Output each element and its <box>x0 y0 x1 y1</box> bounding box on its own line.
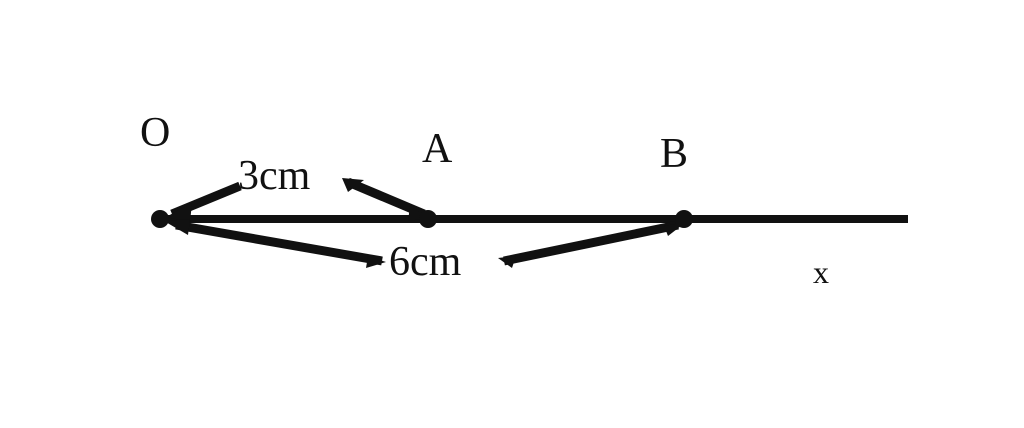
axis-label-x: x <box>813 254 829 290</box>
measure-3cm-left-arrowhead <box>166 203 192 222</box>
measure-6cm-left-tail <box>366 256 386 268</box>
measure-6cm-right-arm <box>498 220 686 268</box>
measure-3cm-left-arm <box>166 181 242 222</box>
measure-6cm-left-arrowhead <box>164 219 190 235</box>
measure-3cm-right-tail <box>342 178 364 192</box>
point-dot-O <box>151 210 169 228</box>
measure-3cm-right-arm <box>342 177 430 221</box>
point-label-A: A <box>422 126 453 172</box>
point-dot-A <box>419 210 437 228</box>
point-label-O: O <box>140 110 171 156</box>
measure-6cm-right-shaft <box>503 220 679 266</box>
point-dot-B <box>675 210 693 228</box>
measurement-label-6cm: 6cm <box>389 239 462 285</box>
measure-6cm-right-tail <box>498 256 516 268</box>
measure-6cm-left-arm <box>164 219 386 268</box>
point-label-B: B <box>660 131 689 177</box>
measurement-label-3cm: 3cm <box>238 153 311 199</box>
measure-6cm-left-shaft <box>175 220 383 266</box>
